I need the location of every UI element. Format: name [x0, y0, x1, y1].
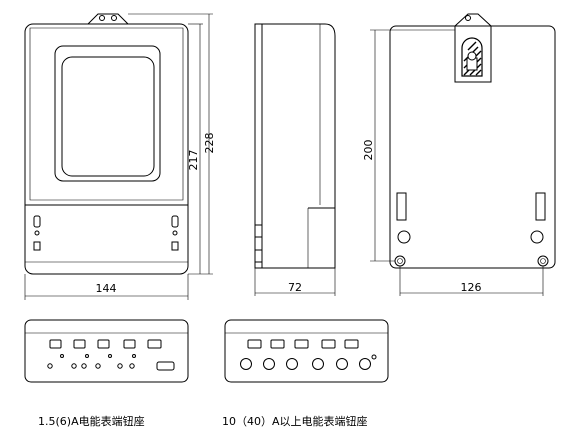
terminal-small-slot-5 — [147, 339, 162, 349]
back-body — [389, 25, 556, 269]
front-seal-right-hole — [172, 230, 178, 236]
terminal-large-slot-5 — [344, 339, 359, 349]
side-clip-1 — [254, 224, 263, 238]
terminal-large-hole-3 — [286, 358, 298, 370]
front-seal-left-bottom — [33, 241, 41, 251]
back-height-dimension: 200 — [362, 29, 455, 262]
side-clip-2 — [254, 249, 263, 263]
terminal-block-small-body — [24, 319, 189, 383]
front-height-inner-label: 217 — [187, 150, 200, 171]
back-hanger-plate — [454, 13, 492, 83]
front-hanger — [87, 13, 129, 25]
terminal-large-slot-4 — [321, 339, 336, 349]
terminal-small-slot-3 — [97, 339, 110, 349]
terminal-large-slot-3 — [294, 339, 309, 349]
front-hanger-hole-right — [111, 15, 117, 21]
front-cover — [29, 27, 184, 201]
back-mount-left — [394, 255, 406, 267]
side-view — [254, 23, 336, 269]
front-body — [24, 23, 189, 275]
back-hole-right — [530, 230, 544, 244]
terminal-large-slot-1 — [247, 339, 262, 349]
back-hole-left — [397, 230, 411, 244]
terminal-small-slot-wide — [156, 361, 175, 371]
side-depth-label: 72 — [288, 281, 302, 294]
terminal-block-large — [224, 319, 389, 383]
back-slot-left — [396, 192, 407, 221]
back-slot-right — [535, 192, 546, 221]
front-width-label: 144 — [96, 282, 117, 295]
caption-large-terminal: 10（40）A以上电能表端钮座 — [222, 414, 368, 428]
front-height-dimensions: 217 228 — [128, 13, 216, 275]
back-height-label: 200 — [362, 140, 375, 161]
terminal-small-slot-1 — [49, 339, 62, 349]
front-hanger-hole-left — [99, 15, 105, 21]
terminal-block-small — [24, 319, 189, 383]
terminal-small-slot-2 — [73, 339, 86, 349]
terminal-large-hole-2 — [263, 358, 275, 370]
terminal-large-hole-5 — [336, 358, 348, 370]
front-seal-left-top — [33, 215, 41, 228]
front-window-outer — [54, 45, 161, 182]
front-window-inner — [61, 56, 155, 177]
back-mount-right — [537, 255, 549, 267]
back-keyhole — [461, 37, 483, 77]
terminal-large-hole-6 — [359, 358, 371, 370]
front-view — [24, 13, 189, 275]
side-depth-dimension: 72 — [254, 268, 336, 296]
front-width-dimension: 144 — [24, 274, 189, 300]
front-height-outer-label: 228 — [203, 133, 216, 154]
terminal-block-large-body — [224, 319, 389, 383]
terminal-large-hole-1 — [240, 358, 252, 370]
terminal-large-hole-4 — [312, 358, 324, 370]
front-seal-right-top — [171, 215, 179, 228]
terminal-small-slot-4 — [123, 339, 136, 349]
front-seal-left-hole — [34, 230, 40, 236]
side-body — [254, 23, 336, 269]
back-view — [389, 13, 556, 269]
back-hanger-hole — [465, 15, 471, 21]
caption-small-terminal: 1.5(6)A电能表端钮座 — [38, 414, 145, 428]
front-seal-right-bottom — [171, 241, 179, 251]
back-width-label: 126 — [461, 281, 482, 294]
back-width-dimension: 126 — [399, 266, 544, 296]
terminal-large-slot-2 — [270, 339, 285, 349]
